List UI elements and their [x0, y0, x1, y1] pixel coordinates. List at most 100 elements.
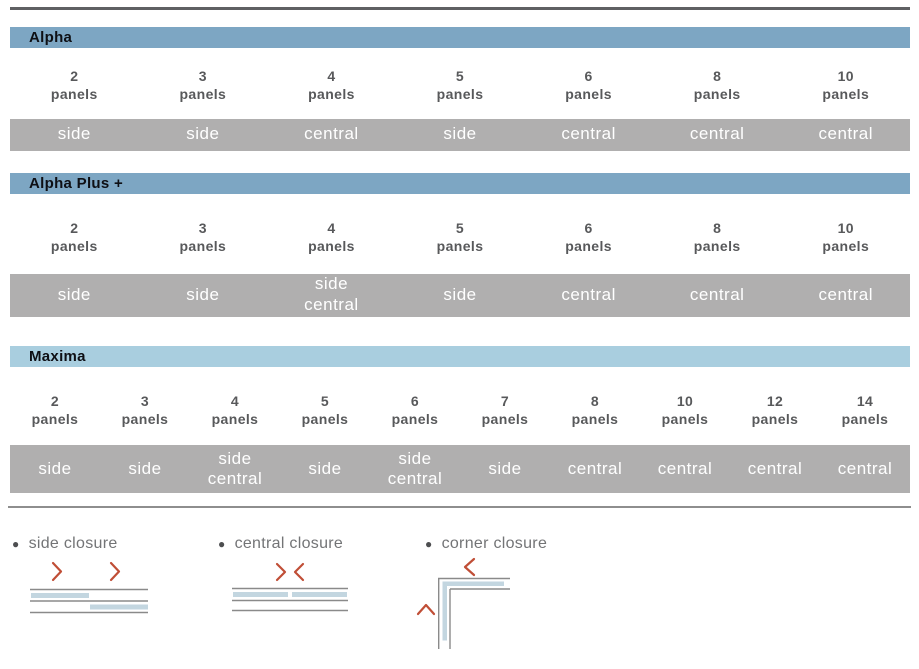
closure-cell: side central: [304, 274, 359, 315]
chevron-right-icon: [51, 562, 63, 582]
closure-cell: central: [689, 124, 745, 144]
section-header: Maxima: [10, 345, 910, 367]
section-title: Alpha: [29, 29, 73, 46]
chevron-right-icon: [275, 563, 287, 582]
panel-bar: [90, 604, 148, 610]
panel-count: 5: [320, 392, 330, 409]
panel-count: 8: [713, 219, 722, 236]
panel-count: 6: [584, 68, 593, 84]
panels-word: panels: [308, 237, 355, 254]
corner-closure-diagram: [415, 555, 547, 659]
panels-word: panels: [179, 237, 227, 254]
panel-bar: [444, 581, 504, 587]
closure-cell: side: [186, 284, 220, 304]
panel-count: 8: [590, 392, 600, 409]
closure-cell: side: [57, 124, 91, 144]
closure-cell: central: [561, 124, 616, 144]
section-title: Maxima: [29, 347, 86, 365]
panel-count: 4: [327, 219, 336, 236]
panel-count: 10: [676, 392, 694, 409]
closure-cell: central: [561, 284, 616, 304]
closure-cell: side: [186, 124, 220, 144]
legend-item-side-closure: ● side closure: [12, 535, 218, 659]
panel-count: 6: [584, 219, 593, 236]
panel-bar: [233, 592, 288, 598]
panels-word: panels: [31, 410, 79, 427]
panels-word: panels: [121, 410, 169, 427]
panels-word: panels: [301, 410, 349, 427]
closure-cell: side central: [207, 448, 263, 489]
panel-count: 6: [410, 392, 420, 409]
panel-count: 3: [140, 392, 150, 409]
panel-count: 2: [70, 219, 79, 236]
panels-word: panels: [693, 85, 741, 102]
closure-cell: central: [689, 284, 745, 304]
panels-word: panels: [50, 85, 98, 102]
legend-label-text: side closure: [28, 535, 118, 553]
closure-cell: side: [128, 459, 162, 479]
closure-cell: side central: [387, 448, 443, 489]
legend-label-text: central closure: [234, 535, 344, 553]
panel-count: 8: [713, 68, 722, 84]
central-closure-diagram: [232, 560, 425, 621]
panels-word: panels: [436, 237, 484, 254]
closure-cell: side: [443, 284, 477, 304]
chevron-left-icon: [293, 563, 305, 582]
closure-cell: side: [488, 459, 522, 479]
closure-cell: central: [657, 459, 713, 479]
legend-item-central-closure: ● central closure: [218, 535, 425, 659]
panels-word: panels: [661, 410, 709, 427]
closure-cell: side: [38, 459, 72, 479]
panels-word: panels: [179, 85, 227, 102]
chevron-left-icon: [463, 558, 476, 577]
panel-count: 3: [198, 68, 207, 84]
closure-cell: central: [304, 124, 359, 144]
panel-bar: [292, 592, 347, 598]
closure-cell: central: [818, 124, 874, 144]
closure-cell: side: [308, 459, 342, 479]
section-header: Alpha: [10, 27, 910, 48]
panel-count: 7: [500, 392, 510, 409]
chevron-right-icon: [109, 562, 121, 582]
bullet-icon: ●: [425, 537, 433, 552]
panel-count: 2: [70, 68, 79, 84]
panels-word: panels: [50, 237, 98, 254]
panels-word: panels: [436, 85, 484, 102]
chevron-up-icon: [416, 604, 436, 616]
side-closure-diagram: [30, 560, 218, 621]
bullet-icon: ●: [218, 537, 226, 552]
panel-bar: [442, 581, 447, 641]
panels-word: panels: [751, 410, 799, 427]
panel-count: 4: [230, 392, 240, 409]
legend-item-corner-closure: ● corner closure: [416, 535, 547, 659]
panel-count: 5: [455, 219, 465, 236]
panels-word: panels: [391, 410, 439, 427]
closure-cell: side: [57, 284, 91, 304]
panels-word: panels: [571, 410, 619, 427]
closure-cell: central: [567, 459, 623, 479]
